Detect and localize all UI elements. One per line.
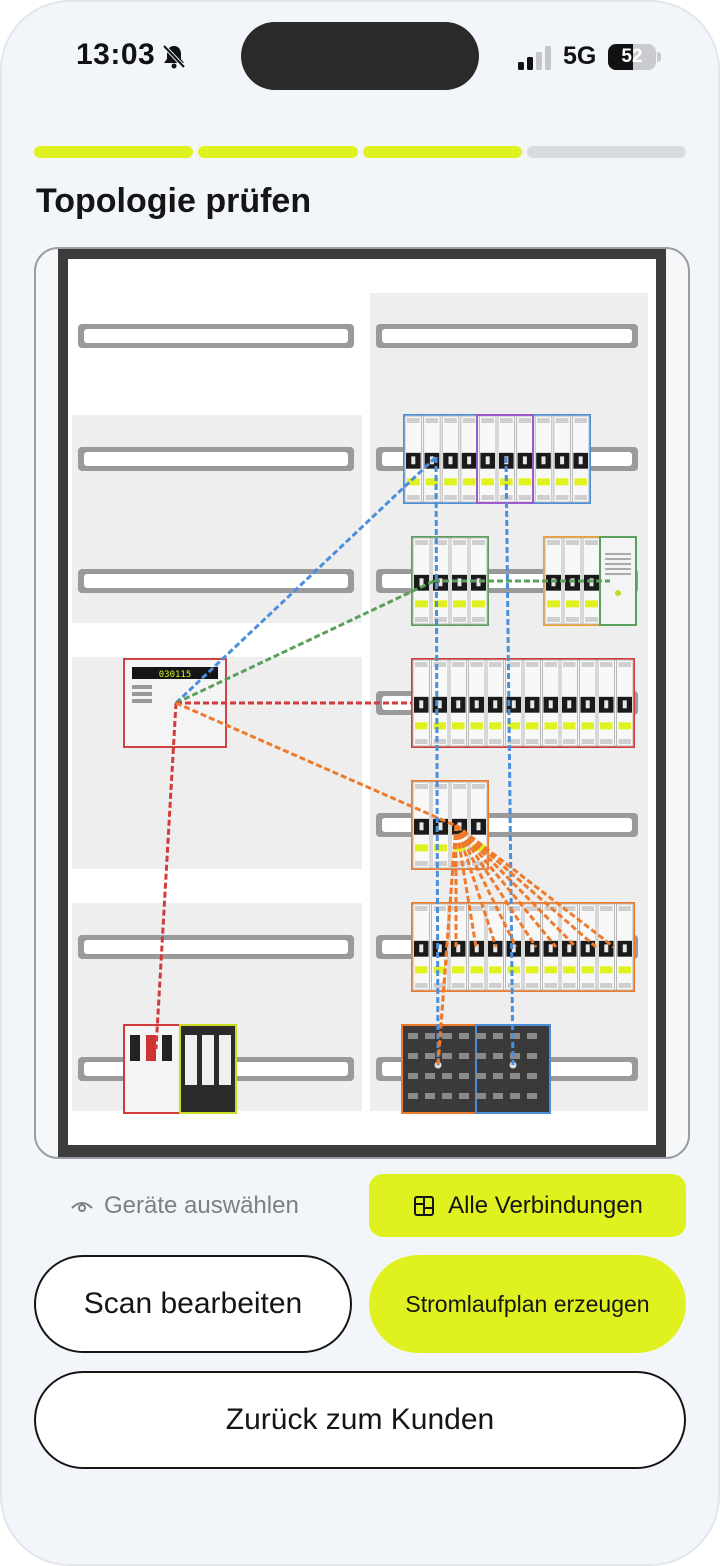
- connection-line: [454, 824, 478, 948]
- meter-display: 030115: [159, 670, 192, 680]
- progress-step: [362, 146, 522, 158]
- topology-diagram-canvas[interactable]: 030115: [36, 249, 688, 1157]
- page-title: Topologie prüfen: [36, 182, 312, 220]
- back-to-customer-button[interactable]: Zurück zum Kunden: [34, 1371, 686, 1469]
- breaker-module: [449, 659, 467, 747]
- breaker-module: [523, 903, 541, 991]
- progress-step: [526, 146, 686, 158]
- connection-line: [455, 823, 597, 949]
- din-rail: [376, 324, 638, 348]
- battery-fill: [608, 44, 633, 70]
- din-rail: [78, 447, 354, 471]
- din-rail: [78, 324, 354, 348]
- connection-line: [455, 823, 615, 949]
- connection-line: [504, 456, 515, 1066]
- breaker-module: [404, 415, 423, 503]
- connection-line: [175, 579, 435, 705]
- breaker-module: [468, 903, 486, 991]
- all-connections-label: Alle Verbindungen: [448, 1191, 643, 1219]
- connection-line: [434, 456, 440, 1066]
- step-progress-bar: [34, 146, 686, 160]
- breaker-module: [486, 659, 504, 747]
- battery-level: 52: [621, 46, 643, 67]
- edit-scan-button[interactable]: Scan bearbeiten: [34, 1255, 352, 1353]
- cellular-signal-icon: [518, 46, 551, 70]
- connection-line: [436, 824, 458, 1066]
- connection-line: [454, 824, 518, 948]
- breaker-module: [469, 537, 488, 625]
- connection-line: [454, 824, 558, 948]
- breaker-module: [486, 903, 504, 991]
- network-type: 5G: [563, 42, 597, 70]
- select-devices-label: Geräte auswählen: [104, 1192, 299, 1219]
- breaker-module: [431, 659, 449, 747]
- breaker-group[interactable]: [411, 658, 635, 748]
- breaker-module: [441, 415, 460, 503]
- breaker-module: [412, 659, 430, 747]
- breaker-group[interactable]: [411, 536, 489, 626]
- terminal-block[interactable]: [401, 1024, 551, 1114]
- generate-circuit-diagram-button[interactable]: Stromlaufplan erzeugen: [369, 1255, 686, 1353]
- breaker-subgroup-outline: [476, 414, 534, 504]
- connection-line: [154, 702, 178, 1050]
- breaker-module: [560, 659, 578, 747]
- grid-icon: [414, 1195, 435, 1216]
- breaker-module: [597, 903, 615, 991]
- breaker-module: [412, 781, 431, 869]
- main-switch[interactable]: [123, 1024, 181, 1114]
- progress-step: [34, 146, 194, 158]
- connection-line: [175, 701, 455, 827]
- din-rail: [78, 569, 354, 593]
- connection-line: [454, 824, 538, 948]
- connection-line: [454, 823, 578, 949]
- breaker-module: [542, 659, 560, 747]
- breaker-module: [534, 415, 553, 503]
- muted-bell-icon: [162, 44, 186, 69]
- breaker-module: [616, 659, 634, 747]
- breaker-module: [579, 659, 597, 747]
- breaker-module: [450, 537, 469, 625]
- breaker-module: [571, 415, 590, 503]
- topology-diagram[interactable]: 030115: [34, 247, 690, 1159]
- surge-protector[interactable]: [179, 1024, 237, 1114]
- breaker-module: [597, 659, 615, 747]
- breaker-module: [616, 903, 634, 991]
- battery-icon: 52: [608, 44, 656, 70]
- breaker-module: [553, 415, 571, 503]
- breaker-module: [468, 659, 486, 747]
- select-devices-toggle[interactable]: Geräte auswählen: [70, 1184, 299, 1228]
- breaker-module: [523, 659, 541, 747]
- dynamic-island: [241, 22, 479, 90]
- breaker-group[interactable]: [411, 780, 489, 870]
- status-time: 13:03: [76, 38, 156, 71]
- connection-line: [454, 824, 498, 948]
- progress-step: [198, 146, 358, 158]
- all-connections-button[interactable]: Alle Verbindungen: [369, 1174, 686, 1237]
- status-bar: 13:03 5G 52: [0, 0, 720, 110]
- breaker-module: [412, 903, 430, 991]
- eye-icon: [71, 1202, 93, 1212]
- battery-tip: [657, 52, 661, 62]
- connection-line: [174, 455, 438, 705]
- din-rail: [78, 935, 354, 959]
